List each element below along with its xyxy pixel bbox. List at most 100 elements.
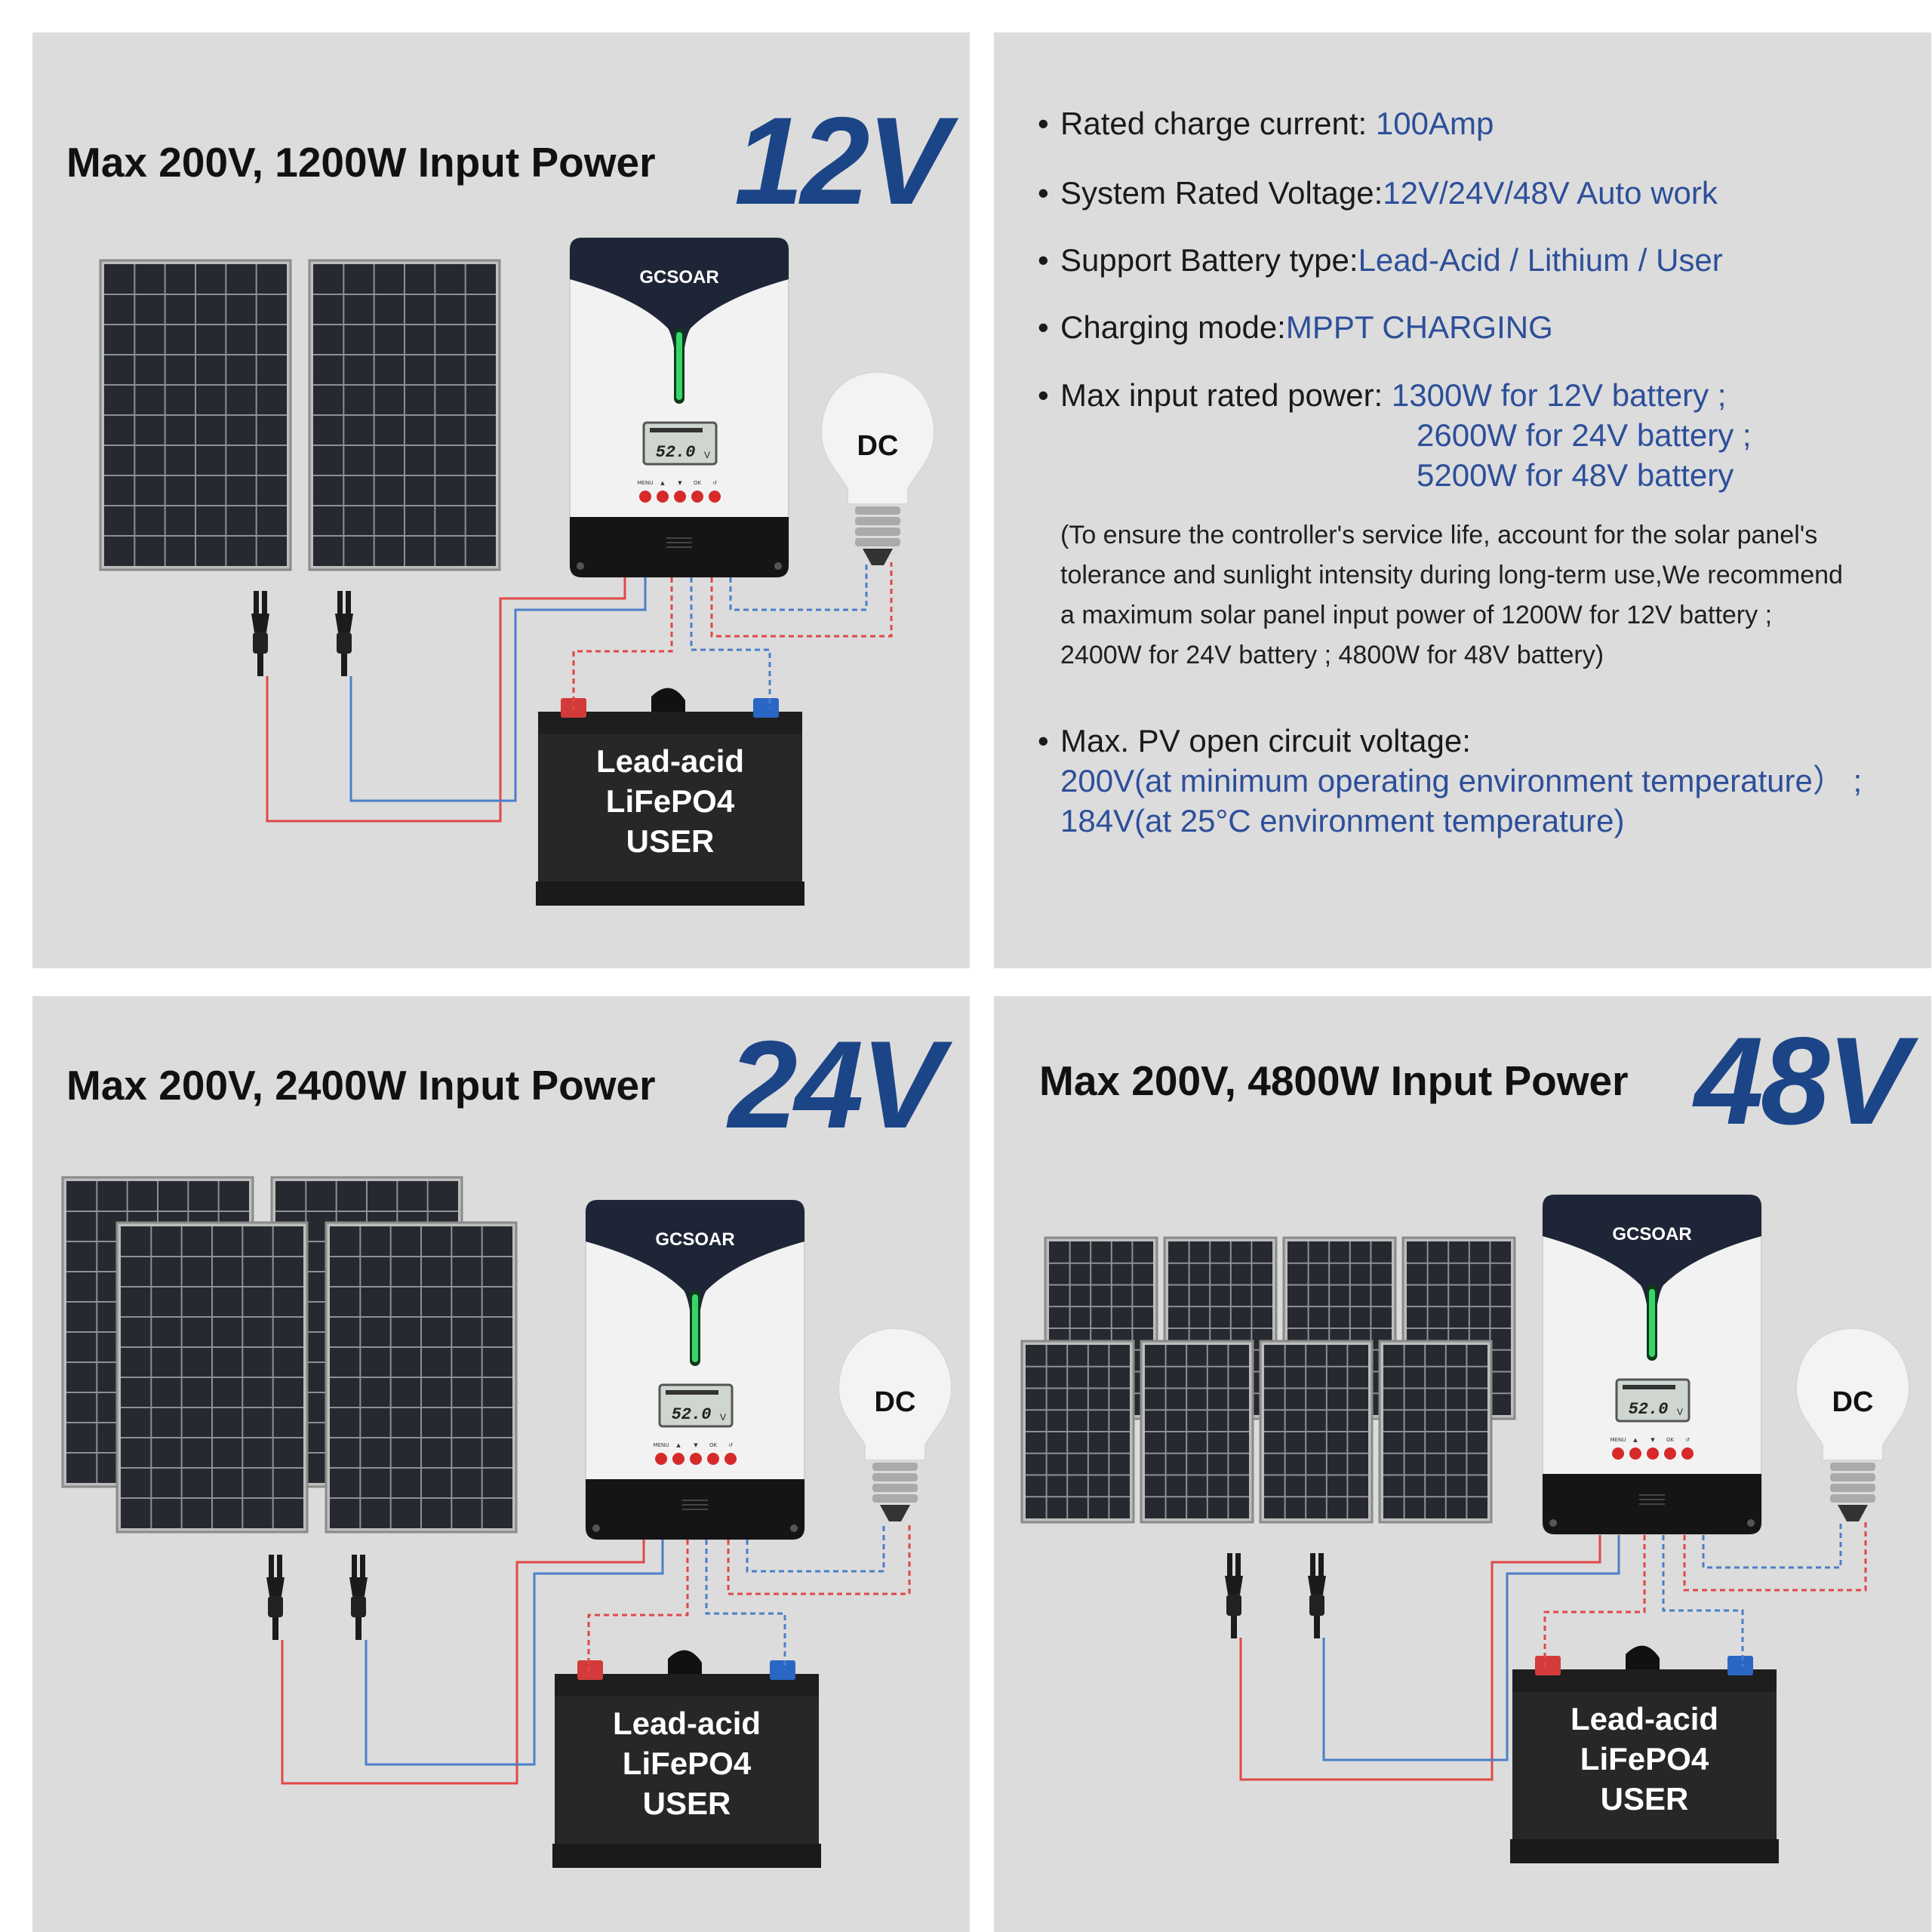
brand-logo: GCSOAR bbox=[655, 1229, 734, 1250]
bullet-icon: • bbox=[1038, 242, 1049, 278]
recommendation-note: (To ensure the controller's service life… bbox=[1060, 515, 1906, 675]
solar-panel bbox=[1259, 1340, 1374, 1524]
brand-logo: GCSOAR bbox=[639, 267, 718, 288]
mc4-connector-icon bbox=[266, 1555, 285, 1640]
mc4-connector-icon bbox=[1225, 1553, 1243, 1638]
load-positive-wire bbox=[710, 562, 893, 638]
control-button bbox=[674, 491, 686, 503]
bullet-icon: • bbox=[1038, 723, 1049, 758]
pv-positive-wire bbox=[1239, 1535, 1601, 1781]
bullet-icon: • bbox=[1038, 309, 1049, 345]
note-line: 2400W for 24V battery ; 4800W for 48V ba… bbox=[1060, 641, 1604, 669]
control-button bbox=[1612, 1447, 1624, 1460]
lcd-screen bbox=[1615, 1378, 1690, 1423]
spec-item-current: •Rated charge current: 100Amp bbox=[1038, 106, 1494, 141]
headline-12v: Max 200V, 1200W Input Power bbox=[66, 139, 656, 186]
lcd-reading: 52.0 bbox=[656, 443, 696, 462]
button-label: MENU bbox=[654, 1442, 669, 1448]
battery-type-lead-acid: Lead-acid bbox=[596, 743, 744, 779]
pv-voltage-min-temp: 200V(at minimum operating environment te… bbox=[1060, 763, 1863, 798]
control-button bbox=[691, 491, 703, 503]
battery-positive-wire bbox=[1543, 1535, 1646, 1668]
load-negative-wire bbox=[1702, 1522, 1842, 1569]
solar-panel bbox=[1140, 1340, 1254, 1524]
button-label: MENU bbox=[1611, 1437, 1626, 1443]
battery-handle bbox=[668, 1650, 702, 1674]
button-label: OK bbox=[1666, 1437, 1675, 1443]
dc-bulb-icon: DC bbox=[837, 1327, 953, 1521]
dc-bulb-icon: DC bbox=[820, 371, 936, 565]
positive-terminal-icon bbox=[1535, 1656, 1561, 1675]
voltage-label-24v: 24V bbox=[728, 1015, 944, 1154]
battery-type-lead-acid: Lead-acid bbox=[613, 1706, 761, 1741]
button-label: ▲ bbox=[660, 480, 665, 486]
voltage-label-12v: 12V bbox=[734, 91, 950, 230]
pv-positive-wire bbox=[281, 1540, 645, 1785]
battery-negative-wire bbox=[690, 577, 771, 708]
mc4-connector-icon bbox=[335, 591, 353, 676]
headline-48v: Max 200V, 4800W Input Power bbox=[1039, 1057, 1629, 1104]
solar-panel bbox=[1020, 1340, 1135, 1524]
spec-item-max-input-power: •Max input rated power: 1300W for 12V ba… bbox=[1038, 377, 1727, 413]
specifications-panel: •Rated charge current: 100Amp •System Ra… bbox=[994, 32, 1931, 968]
bullet-icon: • bbox=[1038, 175, 1049, 211]
brand-logo: GCSOAR bbox=[1612, 1224, 1691, 1244]
control-button bbox=[672, 1453, 685, 1465]
battery-positive-wire bbox=[587, 1540, 689, 1672]
load-label: DC bbox=[1832, 1386, 1874, 1418]
spec-power-24v: 2600W for 24V battery ; bbox=[1417, 417, 1752, 453]
lcd-reading: 52.0 bbox=[1629, 1400, 1669, 1419]
control-button bbox=[657, 491, 669, 503]
button-label: ▼ bbox=[678, 480, 682, 486]
lcd-screen bbox=[642, 421, 718, 466]
negative-terminal-icon bbox=[1727, 1656, 1753, 1675]
button-label: OK bbox=[694, 480, 702, 486]
battery-type-lifepo4: LiFePO4 bbox=[1580, 1741, 1709, 1777]
bullet-icon: • bbox=[1038, 377, 1049, 413]
negative-terminal-icon bbox=[770, 1660, 795, 1680]
button-label: ▼ bbox=[1651, 1437, 1655, 1443]
lcd-unit: V bbox=[704, 450, 710, 460]
battery-negative-wire bbox=[705, 1540, 786, 1670]
spec-item-charging-mode: •Charging mode:MPPT CHARGING bbox=[1038, 309, 1553, 345]
battery-positive-wire bbox=[572, 577, 673, 710]
button-label: ↺ bbox=[728, 1442, 733, 1448]
battery-type-user: USER bbox=[643, 1786, 731, 1821]
load-positive-wire bbox=[1683, 1522, 1867, 1592]
load-label: DC bbox=[857, 430, 899, 462]
solar-panel bbox=[308, 259, 501, 571]
control-button bbox=[724, 1453, 737, 1465]
note-line: a maximum solar panel input power of 120… bbox=[1060, 601, 1773, 629]
system-12v-panel: Max 200V, 1200W Input Power 12V GCSOAR 52… bbox=[32, 32, 970, 968]
control-button bbox=[639, 491, 651, 503]
lcd-screen bbox=[658, 1383, 734, 1428]
battery-type-user: USER bbox=[1601, 1781, 1689, 1817]
load-negative-wire bbox=[746, 1524, 885, 1573]
load-negative-wire bbox=[729, 562, 868, 611]
battery-handle bbox=[651, 688, 685, 712]
positive-terminal-icon bbox=[577, 1660, 603, 1680]
control-button bbox=[707, 1453, 719, 1465]
control-button bbox=[1681, 1447, 1694, 1460]
spec-item-pv-voltage: •Max. PV open circuit voltage: bbox=[1038, 723, 1471, 758]
button-label: ↺ bbox=[712, 480, 717, 486]
solar-panel bbox=[115, 1221, 309, 1534]
system-48v-panel: Max 200V, 4800W Input Power 48V GCSOAR 52… bbox=[994, 996, 1931, 1932]
button-label: ▼ bbox=[694, 1442, 698, 1448]
button-label: ▲ bbox=[676, 1442, 681, 1448]
pv-negative-wire bbox=[365, 1540, 664, 1766]
bullet-icon: • bbox=[1038, 106, 1049, 141]
control-button bbox=[655, 1453, 667, 1465]
note-line: tolerance and sunlight intensity during … bbox=[1060, 561, 1843, 589]
battery-type-lead-acid: Lead-acid bbox=[1571, 1701, 1718, 1737]
solar-panel bbox=[1378, 1340, 1493, 1524]
voltage-label-48v: 48V bbox=[1694, 1011, 1910, 1150]
button-label: OK bbox=[709, 1442, 718, 1448]
